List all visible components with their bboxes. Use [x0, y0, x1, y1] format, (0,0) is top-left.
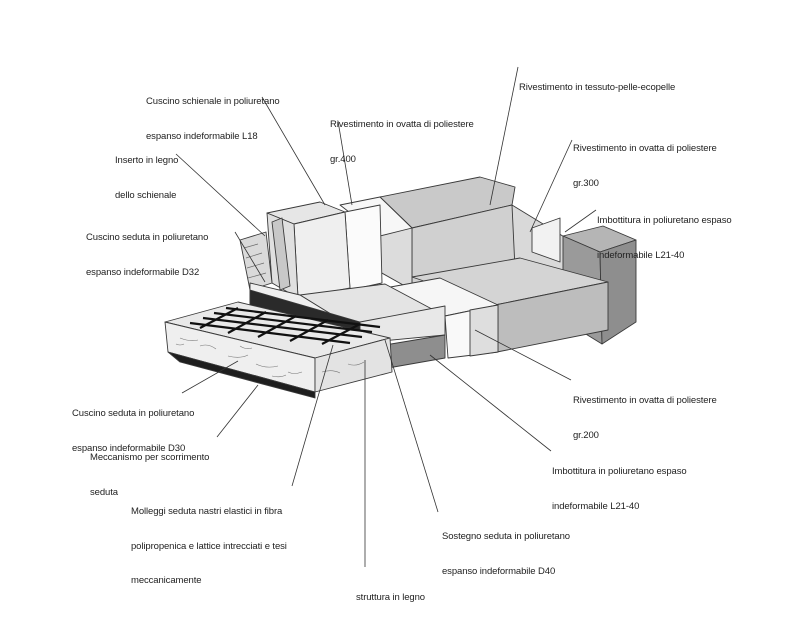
- label-seat-cushion-d32: Cuscino seduta in poliuretano espanso in…: [86, 232, 209, 278]
- leader-seat-cushion-d30: [181, 360, 239, 394]
- leader-seat-cushion-d32: [234, 231, 266, 283]
- label-wadding-300: Rivestimento in ovatta di poliestere gr.…: [573, 143, 717, 189]
- leader-sliding-mechanism: [216, 384, 259, 438]
- leader-lines: [175, 66, 597, 567]
- leader-elastic-webbing: [291, 344, 334, 487]
- leader-padding-l21-top: [564, 209, 597, 233]
- label-back-cushion-l18: Cuscino schienale in poliuretano espanso…: [146, 96, 280, 142]
- label-wooden-insert: Inserto in legno dello schienale: [115, 155, 179, 201]
- label-wooden-structure: struttura in legno: [356, 592, 425, 603]
- label-seat-cushion-d30: Cuscino seduta in poliuretano espanso in…: [72, 408, 195, 454]
- leader-back-cushion-l18: [261, 96, 326, 206]
- label-upholstery: Rivestimento in tessuto-pelle-ecopelle: [519, 82, 676, 93]
- leader-padding-l21-bottom: [429, 354, 552, 452]
- leader-upholstery: [489, 66, 519, 206]
- sofa-illustration: [164, 66, 637, 567]
- leader-wadding-400: [337, 120, 353, 206]
- label-wadding-400: Rivestimento in ovatta di poliestere gr.…: [330, 119, 474, 165]
- leader-wadding-300: [529, 139, 573, 233]
- sofa-cutaway-diagram: Cuscino schienale in poliuretano espanso…: [72, 66, 732, 603]
- leader-seat-support-d40: [384, 339, 439, 513]
- seat-cushion-d32: [249, 282, 446, 344]
- leader-wooden-insert: [175, 153, 266, 237]
- leader-wadding-200: [474, 329, 572, 381]
- elastic-webbing: [189, 306, 381, 345]
- label-padding-l21-top: Imbottitura in poliuretano espaso indefo…: [597, 215, 732, 261]
- wooden-insert: [239, 217, 291, 291]
- label-elastic-webbing: Molleggi seduta nastri elastici in fibra…: [131, 506, 287, 586]
- label-padding-l21-bottom: Imbottitura in poliuretano espaso indefo…: [552, 466, 687, 512]
- label-sliding-mechanism: Meccanismo per scorrimento seduta: [90, 452, 210, 498]
- label-wadding-200: Rivestimento in ovatta di poliestere gr.…: [573, 395, 717, 441]
- label-seat-support-d40: Sostegno seduta in poliuretano espanso i…: [442, 531, 570, 577]
